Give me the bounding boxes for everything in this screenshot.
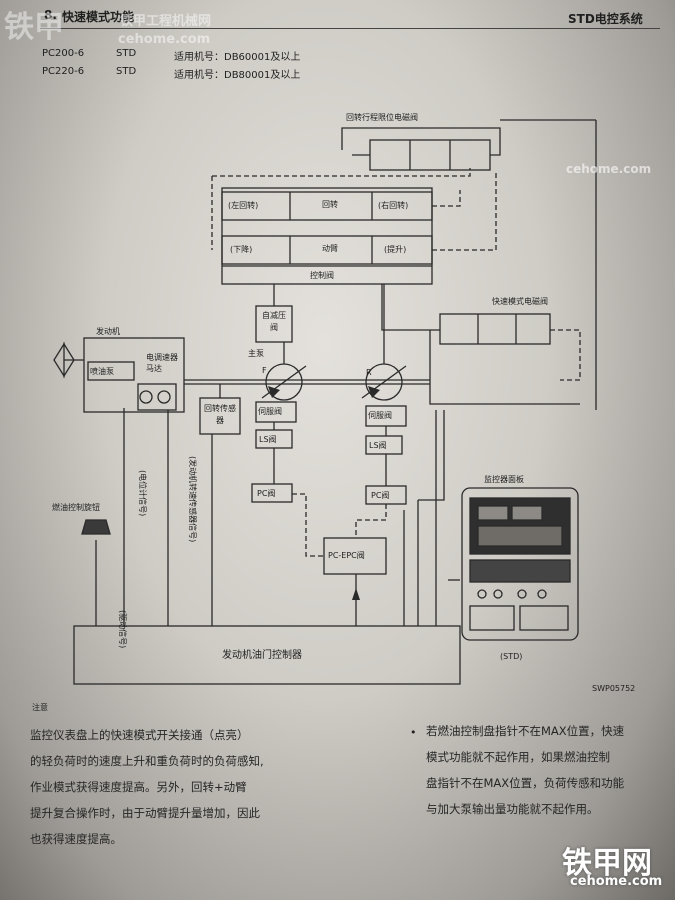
label-swing: 回转 — [322, 200, 338, 209]
note-right-line: 盘指针不在MAX位置，负荷传感和功能 — [426, 776, 625, 790]
label-control-valve: 控制阀 — [310, 271, 334, 280]
label-swing-left: (左回转) — [228, 201, 259, 210]
label-ls-valve-f: LS阀 — [259, 435, 277, 444]
label-std: (STD) — [500, 652, 523, 661]
watermark-top-url: cehome.com — [118, 32, 211, 47]
engine-box — [83, 337, 185, 413]
throttle-controller-box — [73, 625, 461, 685]
label-monitor-panel: 监控器面板 — [484, 475, 524, 484]
note-right-line: 若燃油控制盘指针不在MAX位置，快速 — [426, 724, 625, 738]
note-left-line: 监控仪表盘上的快速模式开关接通（点亮） — [30, 728, 249, 742]
section-number: 8. — [44, 8, 57, 22]
label-pump-f: F — [262, 366, 267, 375]
label-swing-lock-valve: 回转行程限位电磁阀 — [346, 113, 418, 122]
swing-lock-solenoid-valve — [369, 139, 491, 171]
figure-code: SWP05752 — [592, 684, 636, 693]
note-right-line: 模式功能就不起作用，如果燃油控制 — [426, 750, 610, 764]
label-pc-epc-valve: PC-EPC阀 — [328, 551, 365, 560]
notes-left-column: 监控仪表盘上的快速模式开关接通（点亮） 的轻负荷时的速度上升和重负荷时的负荷感知… — [30, 722, 264, 852]
label-pump-r: R — [366, 368, 372, 377]
model-row-2-serial: 适用机号：DB80001及以上 — [174, 70, 301, 81]
section-title: 快速模式功能 — [62, 10, 135, 24]
label-fuel-dial: 燃油控制旋钮 — [52, 503, 100, 512]
label-pc-valve-r: PC阀 — [371, 491, 390, 500]
note-bullet: • — [410, 726, 417, 739]
monitor-panel-device — [461, 487, 579, 641]
label-boom: 动臂 — [322, 244, 338, 253]
label-controller: 发动机油门控制器 — [222, 650, 302, 661]
notes-right-column: 若燃油控制盘指针不在MAX位置，快速 模式功能就不起作用，如果燃油控制 盘指针不… — [426, 718, 624, 822]
label-servo-valve-r: 伺服阀 — [368, 411, 392, 420]
label-injection-pump: 喷油泵 — [90, 367, 114, 376]
pc-epc-box — [323, 537, 387, 575]
label-boom-raise: (提升) — [384, 245, 407, 254]
note-right-line: 与加大泵输出量功能就不起作用。 — [426, 802, 599, 816]
label-self-reducing-valve: 自减压阀 — [262, 311, 286, 332]
watermark-right-url: cehome.com — [566, 162, 652, 176]
quick-mode-solenoid-valve — [439, 313, 551, 345]
label-boom-lower: (下降) — [230, 245, 253, 254]
watermark-bottom-url: cehome.com — [570, 874, 663, 889]
system-title: STD电控系统 — [568, 12, 643, 26]
label-pc-valve-f: PC阀 — [257, 489, 276, 498]
label-swing-sensor: 回转传感器 — [204, 404, 236, 425]
label-drive-signal: (驱动信号) — [118, 610, 127, 649]
watermark-bottom-brand: 铁甲网 — [562, 846, 652, 881]
model-row-2-model: PC220-6 — [42, 66, 85, 77]
model-row-1-serial: 适用机号：DB60001及以上 — [174, 52, 301, 63]
label-quick-mode-solenoid: 快速模式电磁阀 — [492, 297, 548, 306]
model-row-2-type: STD — [116, 66, 137, 77]
model-row-1-type: STD — [116, 48, 137, 59]
model-row-1-model: PC200-6 — [42, 48, 85, 59]
label-swing-right: (右回转) — [378, 201, 409, 210]
note-left-line: 也获得速度提高。 — [30, 832, 122, 846]
label-servo-valve-f: 伺服阀 — [258, 407, 282, 416]
label-main-pump: 主泵 — [248, 349, 264, 358]
note-left-line: 提升复合操作时，由于动臂提升量增加，因此 — [30, 806, 260, 820]
note-left-line: 作业模式获得速度提高。另外，回转+动臂 — [30, 780, 247, 794]
label-engine: 发动机 — [96, 327, 120, 336]
note-left-line: 的轻负荷时的速度上升和重负荷时的负荷感知, — [30, 754, 264, 768]
label-speed-sensor-signal: (发动机转速传感器信号) — [188, 456, 197, 543]
label-ls-valve-r: LS阀 — [369, 441, 387, 450]
watermark-top-site: 铁甲工程机械网 — [120, 14, 212, 29]
label-potentiometer-signal: (电位计信号) — [138, 470, 147, 517]
label-governor-motor: 电调速器马达 — [146, 353, 178, 373]
watermark-top-brand: 铁甲 — [4, 10, 64, 45]
notes-heading: 注意 — [32, 703, 48, 712]
header-rule — [40, 28, 660, 29]
